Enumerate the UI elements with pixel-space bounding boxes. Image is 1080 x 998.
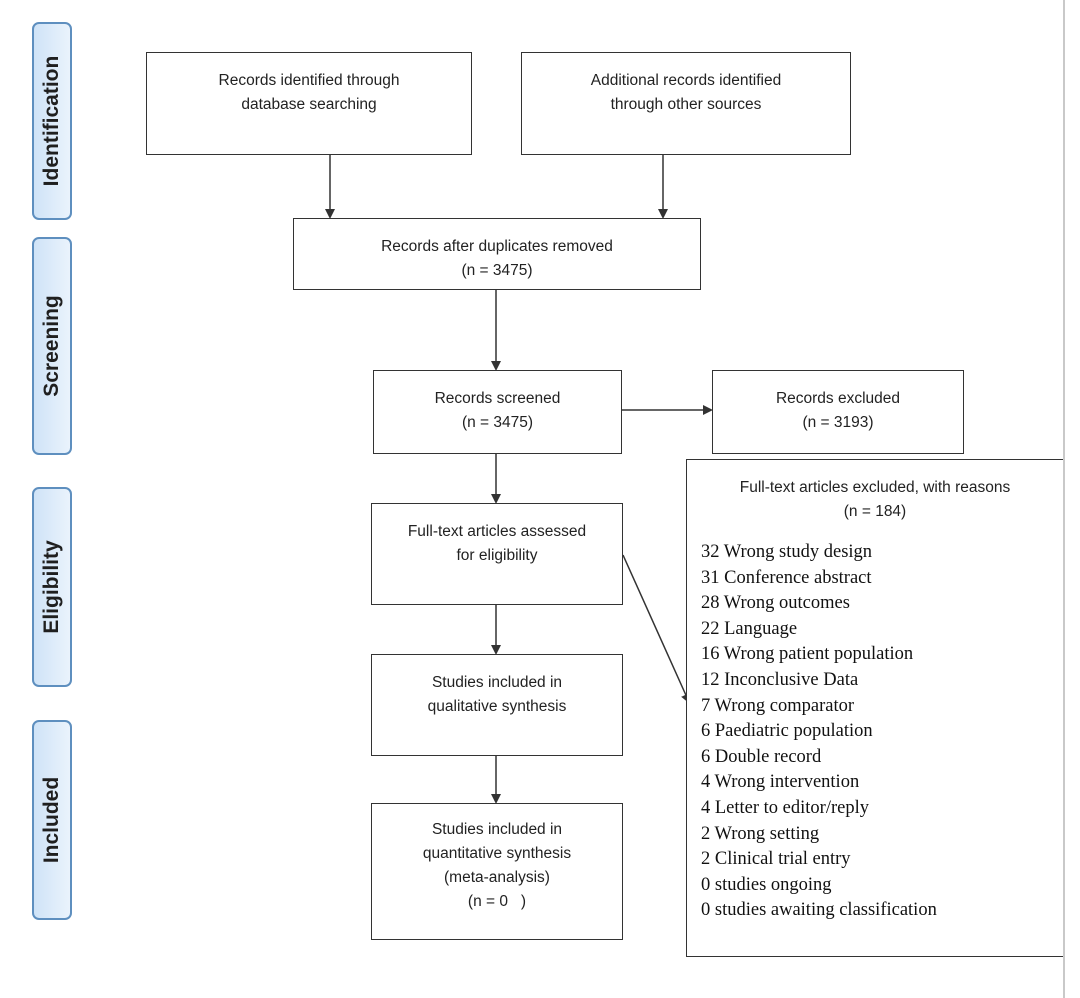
box-quantitative-synthesis: Studies included in quantitative synthes… <box>371 803 623 940</box>
box-text-line: (n = 3193) <box>802 414 874 431</box>
box-fulltext-excluded-reasons: Full-text articles excluded, with reason… <box>686 459 1064 957</box>
box-text-line: through other sources <box>610 96 762 113</box>
box-text-line: qualitative synthesis <box>427 698 567 715</box>
reason-item: 7 Wrong comparator <box>701 695 855 716</box>
reason-item: 6 Double record <box>701 746 822 767</box>
phase-eligibility: Eligibility <box>32 487 72 687</box>
reason-item: 31 Conference abstract <box>701 567 872 588</box>
box-database-searching: Records identified through database sear… <box>146 52 472 155</box>
box-duplicates-removed: Records after duplicates removed (n = 34… <box>293 218 701 290</box>
reason-item: 28 Wrong outcomes <box>701 593 850 614</box>
reasons-header: Full-text articles excluded, with reason… <box>687 476 1063 524</box>
box-text-line: Full-text articles assessed <box>407 523 587 540</box>
reason-item: 4 Wrong intervention <box>701 772 860 793</box>
box-text-line: Studies included in <box>431 674 563 691</box>
box-text-line: Studies included in <box>431 821 563 838</box>
box-records-excluded: Records excluded (n = 3193) <box>712 370 964 454</box>
phase-included: Included <box>32 720 72 920</box>
phase-screening: Screening <box>32 237 72 455</box>
box-text-line: Records after duplicates removed <box>381 238 613 255</box>
box-text-line: for eligibility <box>456 547 538 564</box>
reasons-count: (n = 184) <box>843 503 907 520</box>
reason-item: 12 Inconclusive Data <box>701 669 859 690</box>
reason-item: 0 studies awaiting classification <box>701 900 937 921</box>
box-text-line: database searching <box>241 96 377 113</box>
reason-item: 22 Language <box>701 618 798 639</box>
reason-item: 0 studies ongoing <box>701 874 832 895</box>
box-text-line: Records identified through <box>218 72 400 89</box>
arrow-fulltext-to-reasons <box>622 554 691 704</box>
box-text-line: quantitative synthesis <box>422 845 572 862</box>
reason-item: 16 Wrong patient population <box>701 644 914 665</box>
reason-item: 4 Letter to editor/reply <box>701 797 869 818</box>
reason-item: 32 Wrong study design <box>701 542 873 562</box>
reasons-title: Full-text articles excluded, with reason… <box>739 479 1011 496</box>
box-text-line: Records excluded <box>775 390 901 407</box>
phase-identification: Identification <box>32 22 72 220</box>
box-qualitative-synthesis: Studies included in qualitative synthesi… <box>371 654 623 756</box>
reason-item: 2 Wrong setting <box>701 823 820 844</box>
box-text-line: Records screened <box>434 390 561 407</box>
reason-item: 2 Clinical trial entry <box>701 849 851 870</box>
box-records-screened: Records screened (n = 3475) <box>373 370 622 454</box>
box-text-line: Additional records identified <box>590 72 782 89</box>
box-text-line: (n = 0 ) <box>467 893 527 910</box>
box-fulltext-assessed: Full-text articles assessed for eligibil… <box>371 503 623 605</box>
reason-item: 6 Paediatric population <box>701 721 873 742</box>
page-edge-line <box>1063 0 1065 998</box>
box-other-sources: Additional records identified through ot… <box>521 52 851 155</box>
box-text-line: (n = 3475) <box>461 262 533 279</box>
box-text-line: (n = 3475) <box>461 414 534 431</box>
box-text-line: (meta-analysis) <box>444 869 550 886</box>
reasons-list: 32 Wrong study design 31 Conference abst… <box>687 540 1063 924</box>
